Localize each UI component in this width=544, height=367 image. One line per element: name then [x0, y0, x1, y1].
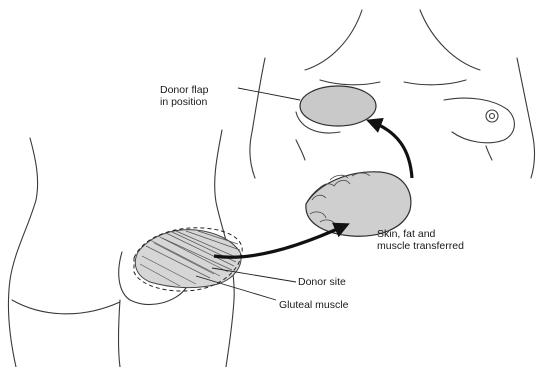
leg-split	[119, 300, 121, 367]
clavicle-right	[404, 80, 466, 85]
back-left-outline	[8, 138, 37, 367]
label-donor-site: Donor site	[298, 276, 346, 288]
label-donor-flap-line2: in position	[160, 96, 208, 108]
areola-inner	[490, 114, 495, 119]
nipple	[486, 110, 498, 122]
torso-right-outline	[517, 58, 535, 178]
neck-line-right	[420, 10, 480, 70]
label-transfer-line1: Skin, fat and	[377, 228, 464, 240]
neck-line-left	[305, 10, 362, 70]
buttock-lower-left	[12, 300, 120, 314]
label-transfer-line2: muscle transferred	[377, 240, 464, 252]
donor-flap-breast	[300, 86, 376, 126]
label-transfer: Skin, fat and muscle transferred	[377, 228, 464, 252]
abdomen-left	[296, 140, 305, 160]
label-donor-flap-line1: Donor flap	[160, 84, 208, 96]
label-donor-flap: Donor flap in position	[160, 84, 208, 108]
label-gluteal-muscle: Gluteal muscle	[279, 299, 348, 311]
upper-torso	[250, 10, 535, 178]
torso-left-outline	[250, 58, 265, 178]
arrow-to-breast	[372, 122, 412, 178]
lower-body	[8, 130, 242, 367]
right-breast	[444, 98, 514, 143]
abdomen-right	[486, 146, 492, 160]
leader-donor-flap	[238, 88, 300, 100]
transferred-flap	[306, 172, 411, 236]
clavicle-left	[320, 80, 380, 85]
leader-gluteal-muscle	[196, 276, 276, 300]
